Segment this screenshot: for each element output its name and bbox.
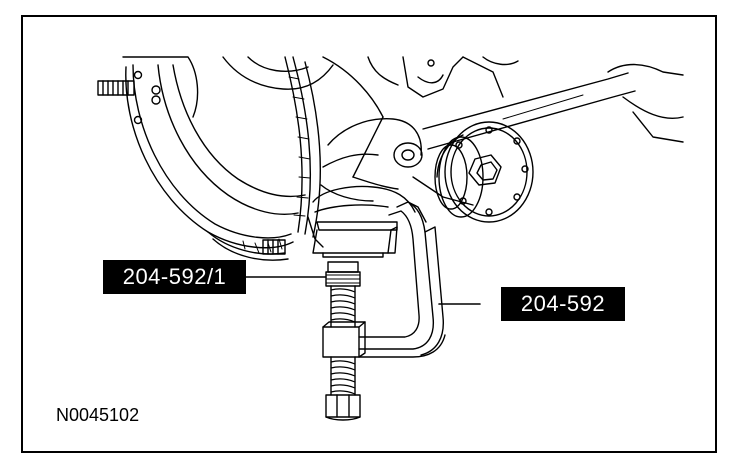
steering-knuckle [222, 56, 519, 202]
wheel-hub [97, 56, 199, 125]
figure-reference-number: N0045102 [56, 405, 140, 425]
receiver-cup [325, 261, 361, 287]
tool-label-c-clamp: 204-592 [501, 287, 625, 321]
c-clamp-press [312, 201, 446, 358]
brake-disc [125, 56, 322, 261]
illustration-frame: 204-592/1 204-592 N0045102 [21, 15, 717, 453]
forcing-screw [325, 285, 361, 421]
suspension-illustration [97, 56, 684, 421]
control-arm-bushing [434, 121, 534, 223]
tool-label-receiver-cup: 204-592/1 [103, 260, 246, 294]
lower-control-arm [412, 63, 684, 206]
wheel-stud [97, 80, 135, 96]
